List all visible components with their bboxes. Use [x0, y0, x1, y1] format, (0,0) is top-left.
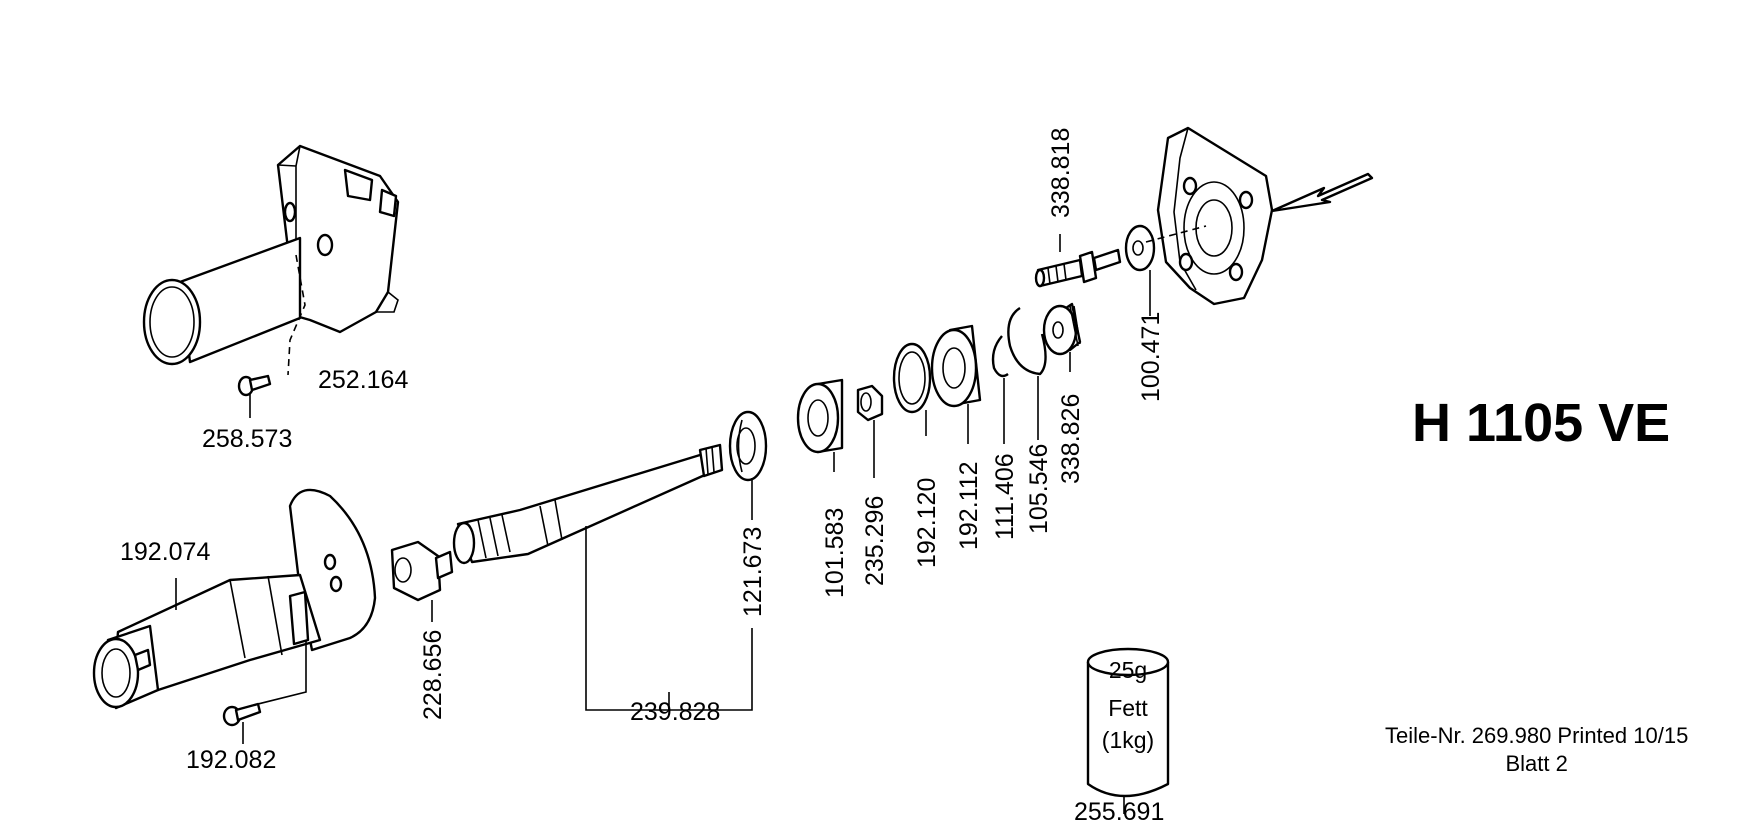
housing-part-192074 [92, 488, 377, 710]
screw-part-192082 [222, 702, 262, 744]
grease-tin-part-255691: 25g Fett (1kg) [1086, 647, 1170, 814]
screw-part-258573 [237, 374, 272, 418]
label-192120: 192.120 [913, 478, 941, 568]
footer: Teile-Nr. 269.980 Printed 10/15 Blatt 2 [1385, 722, 1688, 778]
nut-part-235296 [856, 384, 884, 478]
label-121673: 121.673 [739, 527, 767, 617]
model-title: H 1105 VE [1412, 393, 1671, 453]
footer-sheet: Blatt 2 [1505, 751, 1568, 776]
label-228656: 228.656 [419, 630, 447, 720]
label-255691: 255.691 [1074, 798, 1164, 824]
gear-housing-cover [1145, 126, 1274, 306]
ring-part-121673 [728, 410, 768, 520]
pinion-part-338818 [1034, 234, 1122, 288]
label-235296: 235.296 [861, 496, 889, 586]
nut-part-228656 [390, 540, 454, 622]
grease-label-amount: 25g [1109, 657, 1147, 683]
circlip-part-111406 [991, 335, 1009, 444]
label-338818: 338.818 [1047, 128, 1075, 218]
gear-part-338826 [1042, 302, 1082, 372]
label-111406: 111.406 [991, 453, 1019, 540]
circlip-part-105546 [1007, 306, 1047, 440]
washer-part-192120 [892, 342, 932, 436]
label-192112: 192.112 [955, 461, 983, 550]
label-105546: 105.546 [1025, 444, 1053, 534]
footer-part-number: Teile-Nr. 269.980 Printed 10/15 [1385, 723, 1689, 748]
view-direction-arrow [1270, 172, 1374, 213]
label-258573: 258.573 [202, 425, 292, 453]
label-101583: 101.583 [821, 508, 849, 598]
label-338826: 338.826 [1057, 394, 1085, 484]
grease-label-type: Fett [1108, 695, 1148, 721]
bearing-part-192112 [930, 324, 982, 444]
bearing-part-101583 [796, 378, 844, 472]
spindle-part-239828 [452, 443, 753, 711]
label-239828: 239.828 [630, 698, 720, 726]
label-252164: 252.164 [318, 366, 408, 394]
grease-label-size: (1kg) [1102, 727, 1154, 753]
label-100471: 100.471 [1137, 312, 1165, 402]
housing-part-252164 [142, 144, 400, 376]
washer-part-100471 [1124, 224, 1156, 316]
label-192074: 192.074 [120, 538, 210, 566]
label-192082: 192.082 [186, 746, 276, 774]
